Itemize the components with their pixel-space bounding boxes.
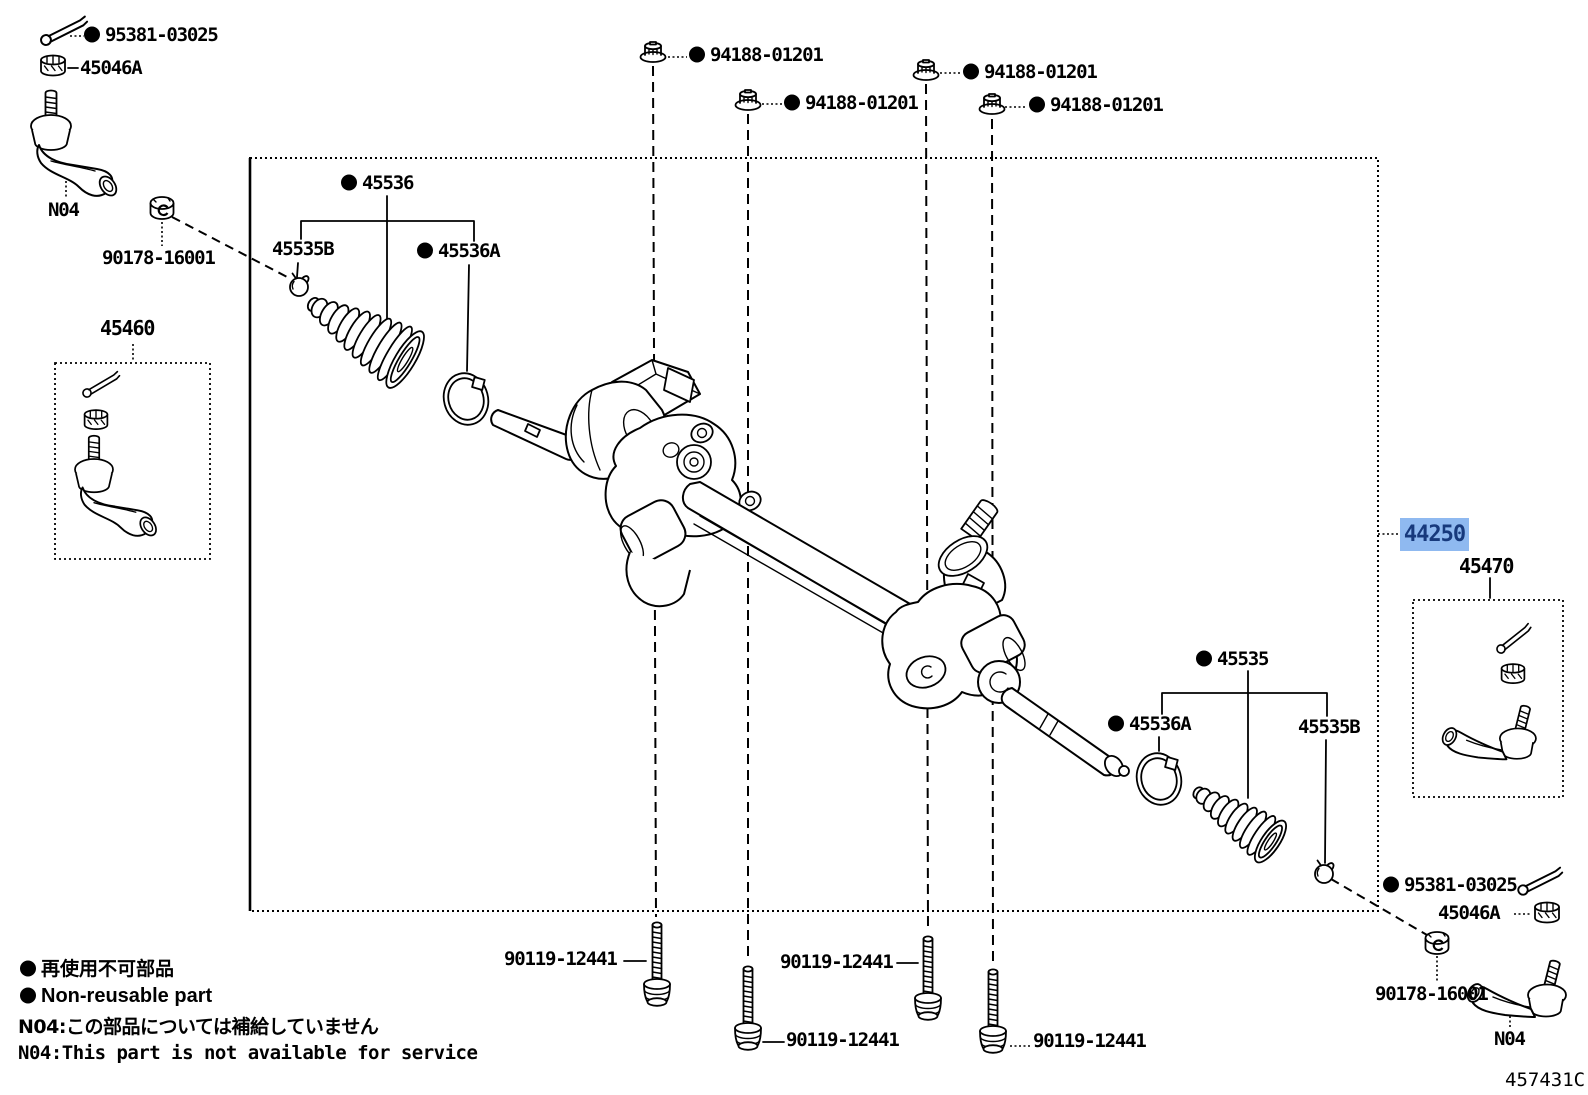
lock-nut-icon (1424, 930, 1450, 956)
part-label-45046A[interactable]: 45046A (80, 57, 143, 79)
legend-n04-note-jp: N04:この部品については補給していません (18, 1016, 379, 1038)
part-label-90178-16001[interactable]: 90178-16001 (1375, 983, 1489, 1005)
mount-bolt-icon (914, 935, 942, 1021)
non-reusable-bullet-icon (341, 174, 357, 191)
part-label-90119-12441[interactable]: 90119-12441 (780, 951, 894, 973)
steering-boot-right-drawing (1192, 786, 1287, 864)
part-label-94188-01201[interactable]: 94188-01201 (784, 93, 919, 114)
part-label-45535B[interactable]: 45535B (272, 238, 335, 260)
cotter-pin-icon (1514, 866, 1567, 897)
part-label-90119-12441[interactable]: 90119-12441 (786, 1029, 900, 1051)
boot-clip-icon (289, 272, 310, 297)
castle-nut-icon (1534, 901, 1560, 924)
non-reusable-bullet-icon (689, 46, 705, 63)
part-label-94188-01201[interactable]: 94188-01201 (1029, 95, 1164, 116)
tie-rod-end-drawing (1438, 703, 1537, 761)
legend-n04-note-en: N04:This part is not available for servi… (18, 1042, 478, 1064)
cotter-pin-icon (37, 15, 92, 47)
part-label-94188-01201[interactable]: 94188-01201 (963, 62, 1098, 83)
non-reusable-bullet-icon (1196, 650, 1212, 667)
non-reusable-bullet-icon (784, 94, 800, 111)
part-label-90119-12441[interactable]: 90119-12441 (504, 948, 618, 970)
diagram-code: 457431C (1505, 1069, 1586, 1091)
mount-nut-icon (978, 93, 1006, 115)
non-reusable-bullet-icon (20, 987, 36, 1004)
part-label-45535[interactable]: 45535 (1196, 649, 1269, 670)
mount-nut-icon (734, 89, 762, 111)
non-reusable-bullet-icon (1383, 876, 1399, 893)
legend-non-reusable-en: Non-reusable part (20, 985, 212, 1007)
non-reusable-bullet-icon (84, 26, 100, 43)
part-label-45536A[interactable]: 45536A (1108, 714, 1192, 735)
part-label-95381-03025[interactable]: 95381-03025 (1383, 875, 1518, 896)
part-label-44250-highlighted[interactable]: 44250 (1400, 518, 1469, 551)
part-label-45470[interactable]: 45470 (1459, 554, 1514, 578)
part-label-45536[interactable]: 45536 (341, 173, 414, 194)
cotter-pin-icon (1491, 622, 1537, 656)
mount-bolt-icon (979, 968, 1007, 1054)
castle-nut-icon (40, 54, 66, 77)
part-label-45536A[interactable]: 45536A (417, 241, 501, 262)
mount-nut-icon (912, 59, 940, 81)
part-label-45460[interactable]: 45460 (100, 316, 155, 340)
tie-rod-end-drawing (30, 89, 121, 200)
part-label-90178-16001[interactable]: 90178-16001 (102, 247, 216, 269)
boot-clamp-icon (1130, 747, 1189, 811)
boot-clip-icon (1314, 859, 1335, 884)
non-reusable-bullet-icon (417, 242, 433, 259)
main-assembly-box (248, 157, 1379, 912)
kit-box-45470 (1412, 599, 1564, 798)
steering-rack-assembly-drawing (490, 359, 1130, 778)
mount-bolt-icon (734, 965, 762, 1051)
steering-boot-left-drawing (306, 297, 425, 389)
part-label-90119-12441[interactable]: 90119-12441 (1033, 1030, 1147, 1052)
tie-rod-end-drawing (74, 434, 161, 540)
part-label-94188-01201[interactable]: 94188-01201 (689, 45, 824, 66)
part-label-45046A[interactable]: 45046A (1438, 902, 1501, 924)
non-reusable-bullet-icon (1108, 715, 1124, 732)
tie-rod-dashed-leaders (171, 216, 1428, 936)
note-label-n04: N04 (48, 199, 80, 221)
part-label-45535B[interactable]: 45535B (1298, 716, 1361, 738)
non-reusable-bullet-icon (1029, 96, 1045, 113)
mount-nut-icon (639, 41, 667, 63)
lock-nut-icon (149, 195, 175, 221)
castle-nut-icon (1500, 663, 1526, 684)
legend-non-reusable-jp: 再使用不可部品 (20, 959, 174, 980)
mount-bolt-icon (643, 921, 671, 1007)
part-label-95381-03025[interactable]: 95381-03025 (84, 25, 219, 46)
castle-nut-icon (83, 409, 109, 430)
non-reusable-bullet-icon (20, 960, 36, 977)
cotter-pin-icon (78, 370, 124, 399)
leader-lines (67, 67, 1491, 1043)
boot-clamp-icon (437, 367, 496, 431)
non-reusable-bullet-icon (963, 63, 979, 80)
note-label-n04: N04 (1494, 1028, 1526, 1050)
